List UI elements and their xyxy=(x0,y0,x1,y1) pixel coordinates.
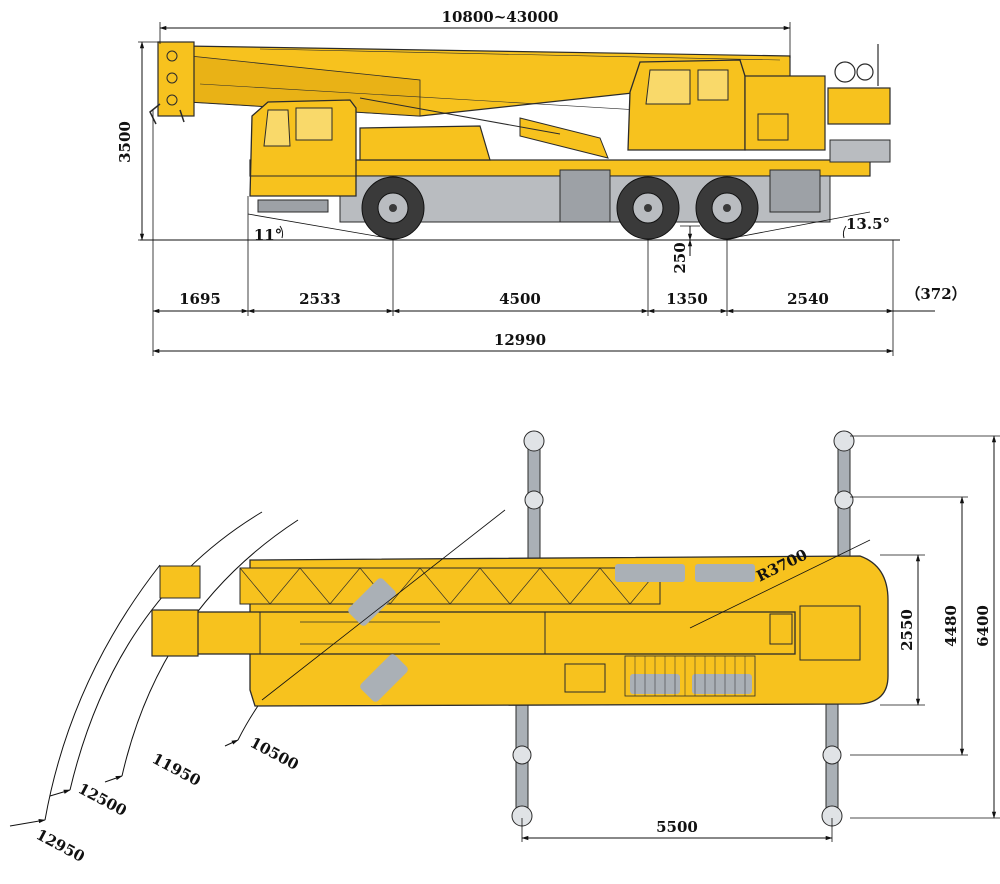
dim-body-width: 2550 xyxy=(898,609,916,651)
r3700-leader xyxy=(689,539,871,629)
side-boom xyxy=(149,41,791,125)
approach-line xyxy=(247,213,394,240)
dim-height: 3500 xyxy=(116,121,134,163)
fuel-tank xyxy=(559,169,611,223)
top-view: R3700 10500 11950 12500 12950 5500 2550 … xyxy=(9,430,1000,866)
dim-approach-angle: 11° xyxy=(254,226,282,244)
dim-wheelbase-1: 2533 xyxy=(299,290,341,308)
dim-wheelbase-3: 1350 xyxy=(666,290,708,308)
approach-arc xyxy=(279,225,284,239)
dim-boom-length: 10800~43000 xyxy=(442,8,559,26)
dim-departure-angle: 13.5° xyxy=(846,215,890,233)
top-body xyxy=(151,555,889,707)
outriggers xyxy=(511,430,855,827)
side-view: 10800~43000 3500 11° 13.5° 250 1695 2533… xyxy=(116,8,967,356)
dim-rear-overhang: 2540 xyxy=(787,290,829,308)
luffing-cylinder xyxy=(519,117,609,159)
arc-12950 xyxy=(44,564,161,821)
departure-line xyxy=(726,211,871,240)
arc-12500 xyxy=(69,511,263,791)
operator-cab xyxy=(627,44,891,163)
dim-radius-11950: 11950 xyxy=(149,749,204,789)
dim-outrigger-mid: 4480 xyxy=(942,605,960,647)
dim-rear-extra: （372） xyxy=(905,285,966,303)
dim-radius-12950: 12950 xyxy=(33,825,88,865)
boom-rest-housing xyxy=(359,125,491,161)
dim-radius-10500: 10500 xyxy=(247,733,302,773)
wheels xyxy=(361,176,759,240)
luffing-rod xyxy=(359,97,561,135)
departure-arc xyxy=(842,225,847,239)
dim-ground-clearance: 250 xyxy=(671,242,689,273)
dim-outrigger-full: 6400 xyxy=(974,605,992,647)
dim-front-overhang: 1695 xyxy=(179,290,221,308)
dim-outrigger-longitudinal: 5500 xyxy=(656,818,698,836)
rear-box xyxy=(769,169,821,213)
dim-radius-12500: 12500 xyxy=(75,779,130,819)
dim-wheelbase-2: 4500 xyxy=(499,290,541,308)
carrier-cab xyxy=(249,99,357,213)
dim-total-length: 12990 xyxy=(494,331,546,349)
